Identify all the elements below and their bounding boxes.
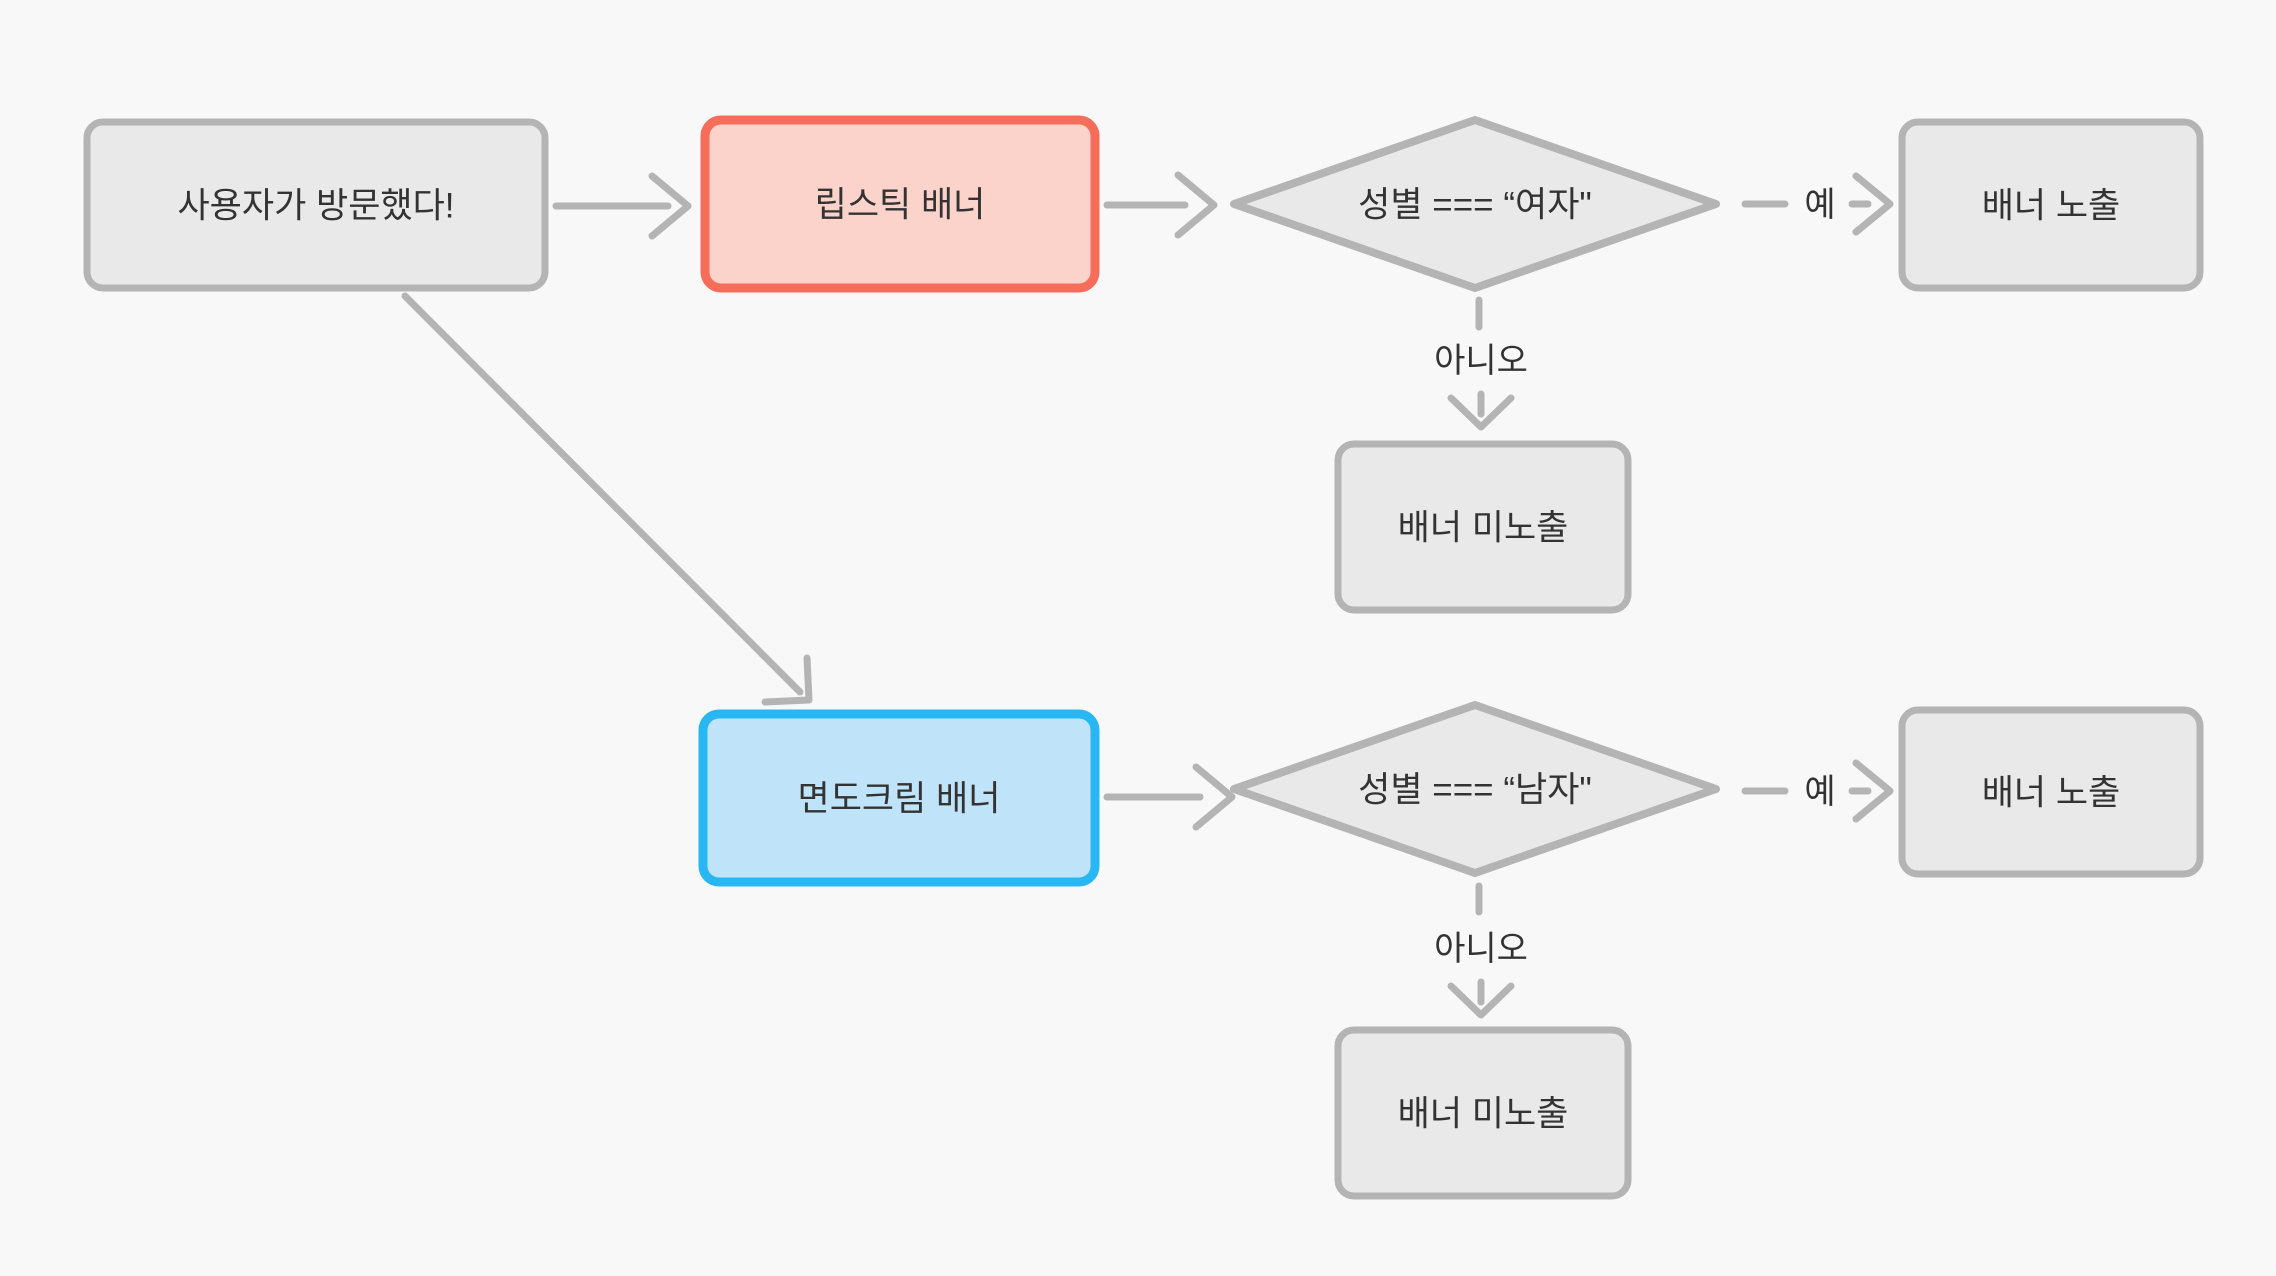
edge-label-no-1: 아니오 [1434,342,1528,380]
edge-label-yes-1: 예 [1804,186,1835,224]
shaving-cream-banner-label: 면도크림 배너 [798,779,1001,818]
edge-start-to-lipstick [552,172,692,240]
edge-shaving-to-decision [1103,763,1236,831]
decision-male-node [1230,701,1720,877]
hide-banner-1-node [1334,440,1632,614]
start-node [83,118,549,292]
hide-banner-2-label: 배너 미노출 [1398,1094,1569,1133]
edge-decision-female-no [1447,296,1515,431]
edge-lipstick-to-decision [1103,171,1218,239]
edge-label-no-2: 아니오 [1434,930,1528,968]
lipstick-banner-label: 립스틱 배너 [815,185,986,224]
lipstick-banner-node [700,115,1100,293]
edge-decision-male-no [1447,882,1515,1019]
edge-label-yes-2: 예 [1804,773,1835,811]
edges [401,171,1894,1019]
decision-male-label: 성별 === “남자" [1358,770,1592,809]
decision-female-node [1230,116,1720,292]
node-labels: 사용자가 방문했다! 립스틱 배너 성별 === “여자" 배너 노출 배너 미… [177,185,2120,1133]
show-banner-2-label: 배너 노출 [1982,773,2121,812]
show-banner-2-node [1898,706,2204,878]
shaving-cream-banner-node [698,709,1100,887]
show-banner-1-node [1898,118,2204,292]
hide-banner-1-label: 배너 미노출 [1398,508,1569,547]
edge-decision-male-yes [1741,759,1894,823]
hide-banner-2-node [1334,1026,1632,1200]
show-banner-1-label: 배너 노출 [1982,186,2121,225]
edge-start-to-shaving [401,292,813,706]
edge-decision-female-yes [1741,172,1894,236]
decision-female-label: 성별 === “여자" [1358,185,1592,224]
start-node-label: 사용자가 방문했다! [177,186,454,225]
